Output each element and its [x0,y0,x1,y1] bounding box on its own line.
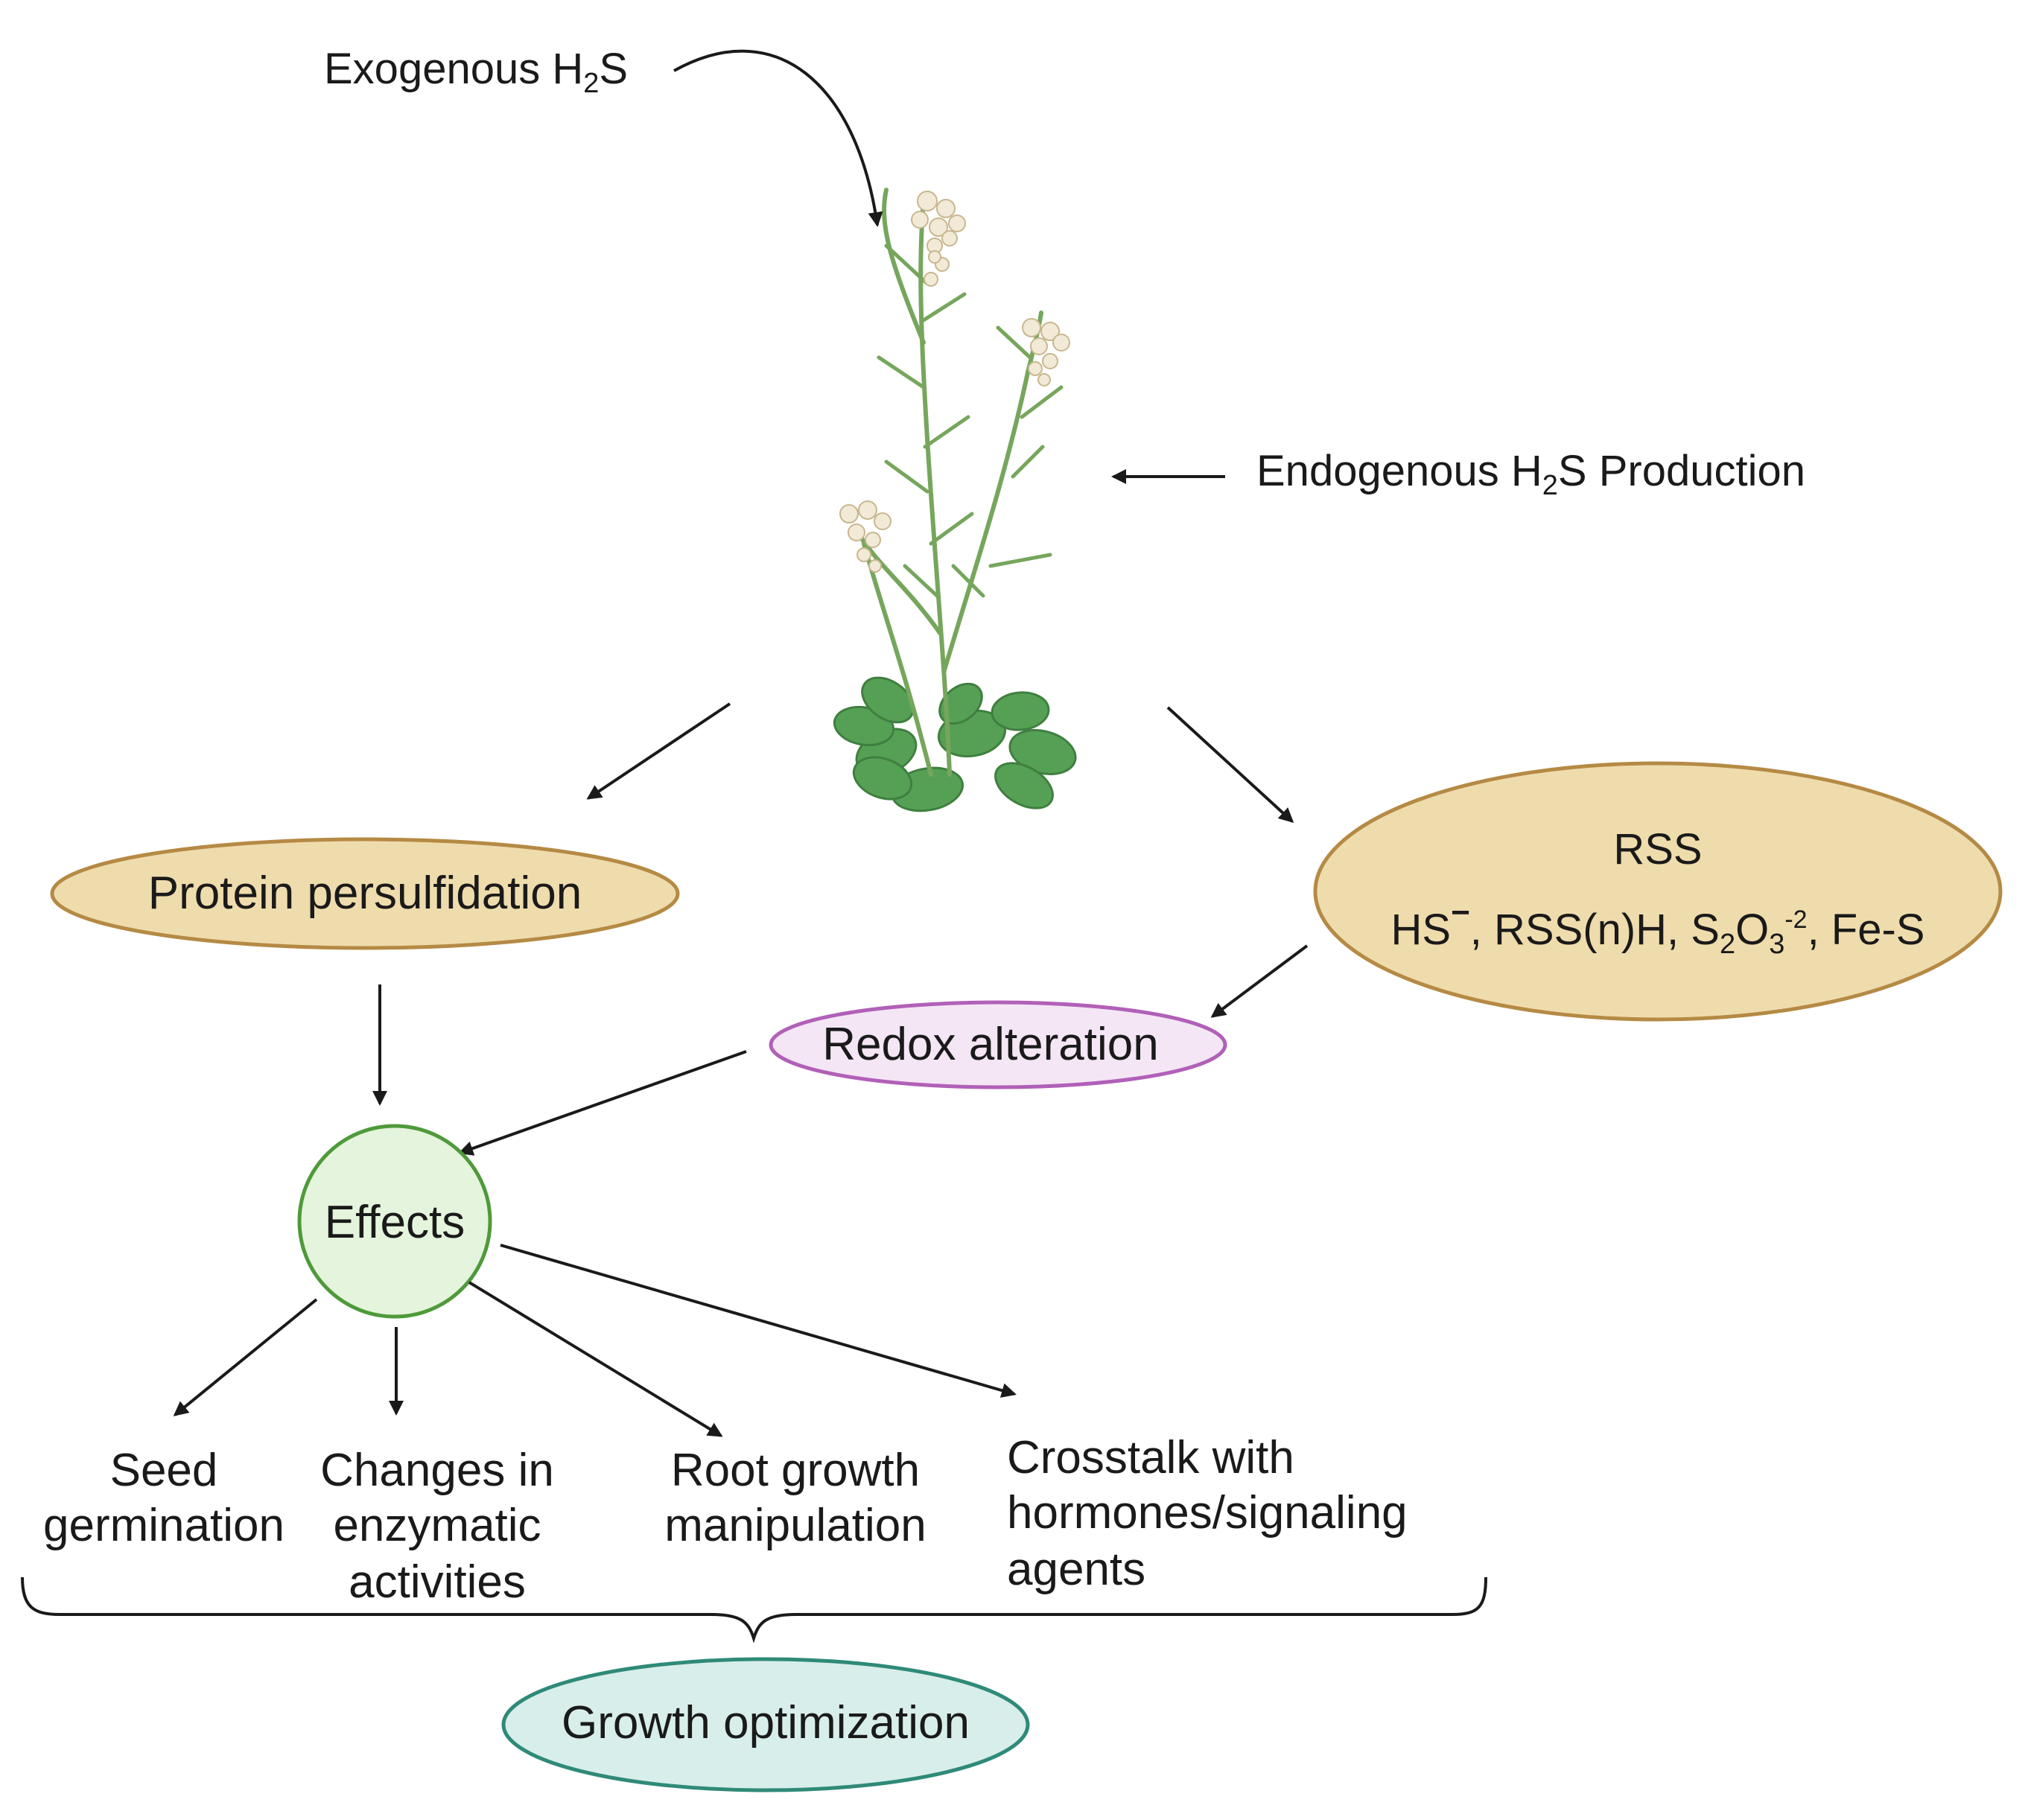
arrow-plant-to-protein [586,702,731,800]
rss-node: RSS HS−, RSS(n)H, S2O3-2, Fe-S [1313,761,2003,1022]
arrow-rss-to-redox [1210,944,1309,1018]
growth-optimization-label: Growth optimization [562,1697,970,1749]
growth-optimization-node: Growth optimization [501,1657,1030,1792]
rosette-leaves [833,676,1077,812]
grouping-brace [21,1576,1487,1644]
arrow-effects-to-root [468,1281,723,1437]
stem-leaves [877,244,1064,598]
effects-label: Effects [325,1197,465,1248]
redox-alteration-node: Redox alteration [769,1000,1227,1089]
exogenous-h2s-label: Exogenous H2S [324,45,628,99]
rss-species: HS−, RSS(n)H, S2O3-2, Fe-S [1390,894,1924,960]
protein-persulfidation-label: Protein persulfidation [148,868,582,919]
redox-alteration-label: Redox alteration [822,1019,1159,1070]
protein-persulfidation-node: Protein persulfidation [50,837,680,950]
exogenous-arrow [673,49,883,227]
effects-node: Effects [297,1124,492,1319]
arabidopsis-plant-icon [833,188,1077,812]
rss-title: RSS [1613,825,1702,874]
arrow-plant-to-rss [1166,706,1294,824]
flower-clusters [839,191,1070,573]
arrow-effects-to-crosstalk [500,1244,1017,1398]
arrow-redox-to-effects [458,1050,747,1156]
arrow-effects-to-seed [173,1298,318,1416]
endogenous-h2s-label: Endogenous H2S Production [1256,447,1805,501]
